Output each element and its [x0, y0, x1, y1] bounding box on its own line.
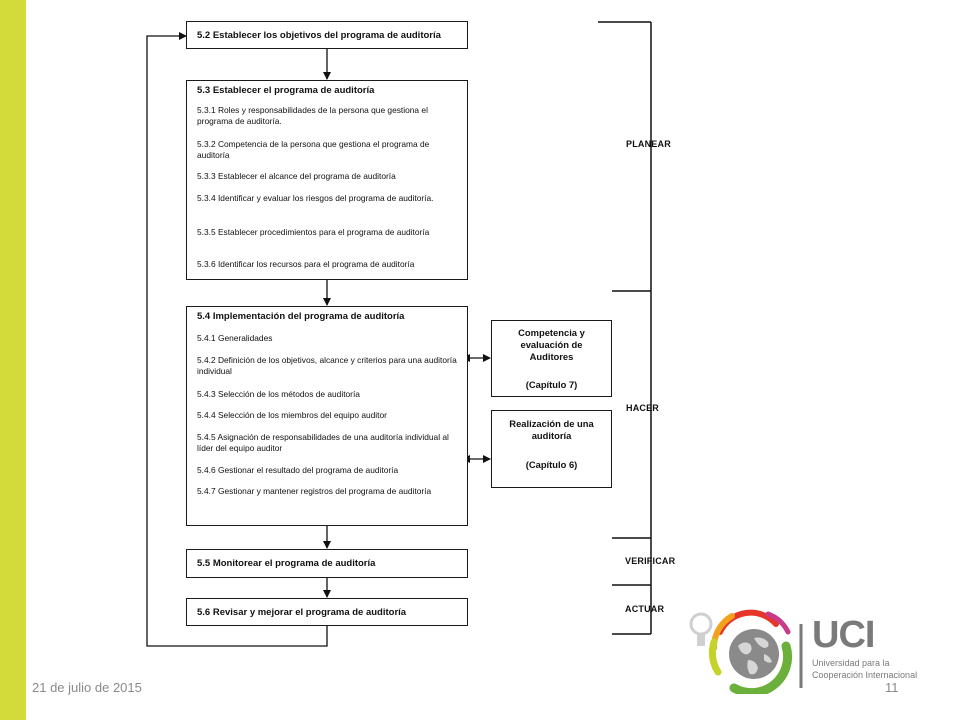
step-5-3-6: 5.3.6 Identificar los recursos para el p… [197, 259, 415, 269]
step-5-3-3: 5.3.3 Establecer el alcance del programa… [197, 171, 396, 181]
logo-name-line2: Cooperación Internacional [812, 670, 918, 680]
step-5-5-box: 5.5 Monitorear el programa de auditoría [186, 549, 468, 578]
step-5-3-title: 5.3 Establecer el programa de auditoría [197, 85, 375, 96]
step-5-2-box: 5.2 Establecer los objetivos del program… [186, 21, 468, 49]
step-5-2-title: 5.2 Establecer los objetivos del program… [197, 29, 441, 41]
uci-emblem-icon [689, 609, 803, 698]
accent-bar [0, 0, 26, 720]
step-5-3-5: 5.3.5 Establecer procedimientos para el … [197, 227, 430, 237]
step-5-6-box: 5.6 Revisar y mejorar el programa de aud… [186, 598, 468, 626]
step-5-4-4: 5.4.4 Selección de los miembros del equi… [197, 410, 387, 420]
step-5-4-title: 5.4 Implementación del programa de audit… [197, 311, 405, 322]
step-5-3-box: 5.3 Establecer el programa de auditoría … [186, 80, 468, 280]
step-5-4-2: 5.4.2 Definición de los objetivos, alcan… [197, 355, 457, 376]
logo-acronym: UCI [812, 614, 875, 656]
phase-actuar: ACTUAR [625, 604, 665, 614]
step-5-4-box: 5.4 Implementación del programa de audit… [186, 306, 468, 526]
step-5-3-1: 5.3.1 Roles y responsabilidades de la pe… [197, 105, 428, 126]
step-5-4-7: 5.4.7 Gestionar y mantener registros del… [197, 486, 432, 496]
phase-planear: PLANEAR [626, 139, 671, 149]
step-5-5-title: 5.5 Monitorear el programa de auditoría [197, 558, 376, 569]
logo-name-line1: Universidad para la [812, 658, 890, 668]
competencia-title: Competencia y evaluación de Auditores [518, 327, 585, 362]
step-5-6-title: 5.6 Revisar y mejorar el programa de aud… [197, 606, 407, 618]
realizacion-title: Realización de una auditoría [509, 418, 594, 441]
realizacion-chapter: (Capítulo 6) [525, 459, 578, 470]
step-5-4-1: 5.4.1 Generalidades [197, 333, 273, 343]
step-5-3-2: 5.3.2 Competencia de la persona que gest… [197, 139, 430, 160]
phase-hacer: HACER [626, 403, 660, 413]
realizacion-box: Realización de una auditoría (Capítulo 6… [491, 410, 612, 488]
step-5-4-3: 5.4.3 Selección de los métodos de audito… [197, 389, 360, 399]
uci-logo: UCI Universidad para la Cooperación Inte… [688, 602, 938, 698]
step-5-4-5: 5.4.5 Asignación de responsabilidades de… [197, 432, 449, 453]
footer-date: 21 de julio de 2015 [32, 680, 142, 695]
step-5-3-4: 5.3.4 Identificar y evaluar los riesgos … [197, 193, 434, 203]
competencia-chapter: (Capítulo 7) [525, 379, 578, 390]
page-number: 11 [885, 680, 899, 695]
competencia-box: Competencia y evaluación de Auditores (C… [491, 320, 612, 397]
phase-verificar: VERIFICAR [625, 556, 676, 566]
step-5-4-6: 5.4.6 Gestionar el resultado del program… [197, 465, 399, 475]
